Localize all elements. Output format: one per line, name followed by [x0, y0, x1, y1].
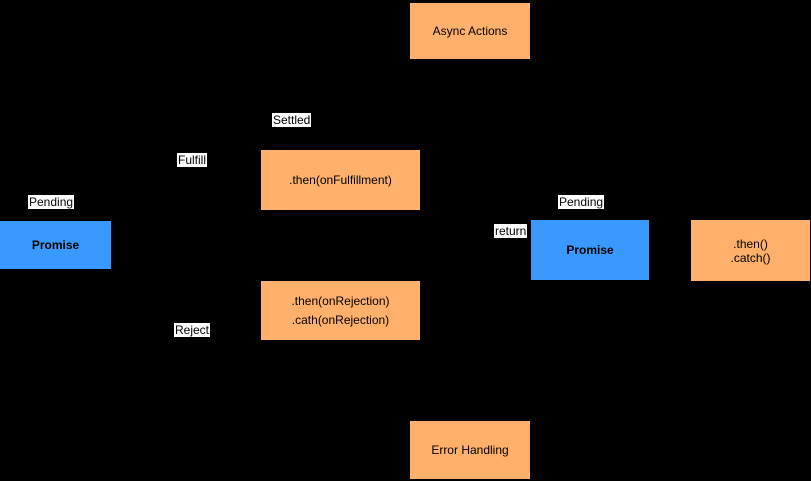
- node-async-actions-label: Async Actions: [432, 24, 508, 38]
- node-promise-left: Promise: [0, 221, 111, 269]
- node-promise-right-label: Promise: [566, 243, 614, 257]
- node-then-catch-line1: .then(): [733, 236, 768, 251]
- node-promise-left-label: Promise: [31, 238, 80, 252]
- node-promise-right: Promise: [531, 220, 649, 280]
- node-then-onrejection-line2: .cath(onRejection): [291, 312, 390, 327]
- node-then-onrejection-line1: .then(onRejection): [291, 293, 390, 308]
- edge-label-settled: Settled: [272, 113, 312, 127]
- edge-label-pending-left: Pending: [28, 195, 75, 209]
- node-then-catch-line2: .catch(): [730, 250, 771, 265]
- node-then-onfulfillment: .then(onFulfillment): [261, 150, 420, 210]
- edge-label-reject: Reject: [174, 323, 211, 337]
- edge-label-pending-right: Pending: [558, 195, 605, 209]
- node-async-actions: Async Actions: [410, 3, 530, 59]
- node-then-onfulfillment-label: .then(onFulfillment): [289, 173, 392, 187]
- node-then-onrejection: .then(onRejection) .cath(onRejection): [261, 281, 420, 340]
- node-then-catch: .then() .catch(): [691, 220, 810, 281]
- edge-label-return: return: [494, 224, 528, 238]
- node-error-handling-label: Error Handling: [431, 443, 509, 457]
- node-error-handling: Error Handling: [410, 421, 530, 479]
- edge-label-fulfill: Fulfill: [177, 153, 208, 167]
